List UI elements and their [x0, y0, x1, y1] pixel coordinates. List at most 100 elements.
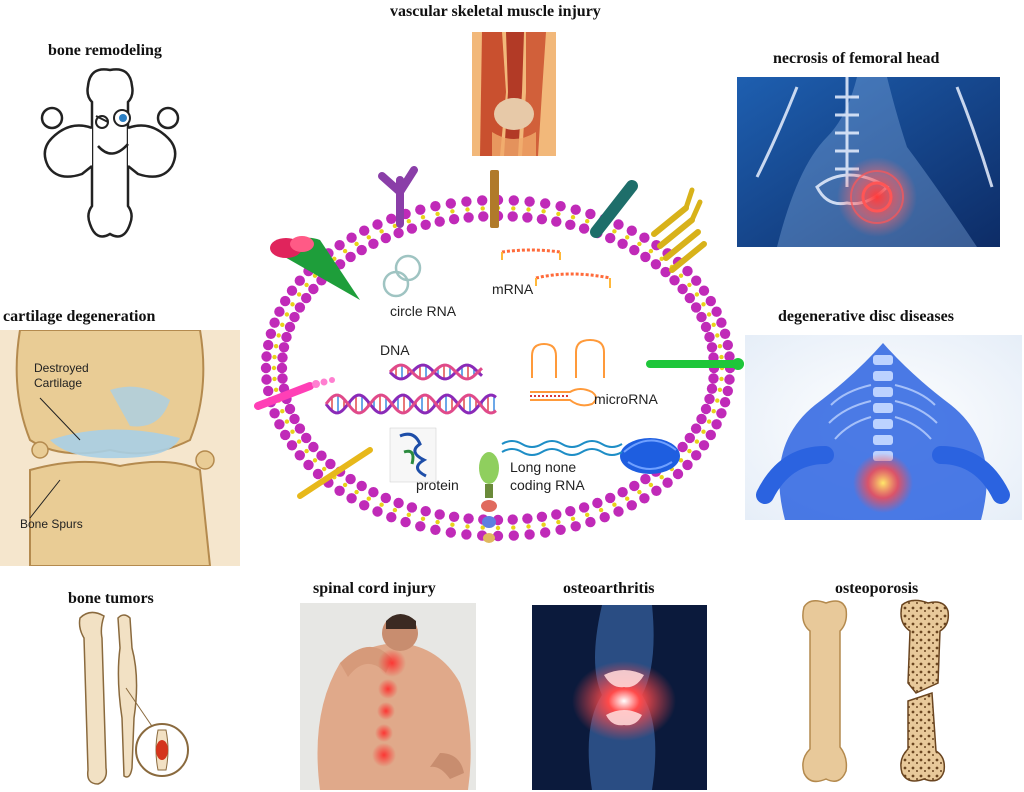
membrane-head-bead [346, 493, 357, 504]
membrane-head-bead [400, 516, 411, 528]
membrane-head-bead [722, 385, 733, 397]
membrane-tail-bead [280, 409, 285, 414]
yellow-rod-bottom-icon [297, 447, 373, 499]
membrane-head-bead [605, 232, 616, 244]
membrane-head-bead [508, 195, 519, 206]
membrane-head-bead [269, 317, 280, 328]
membrane-head-bead [640, 251, 651, 263]
membrane-tail-bead [541, 209, 546, 214]
membrane-tail-bead [637, 489, 642, 495]
membrane-tail-bead [406, 219, 411, 224]
membrane-tail-bead [637, 241, 642, 247]
blue-channel-icon [620, 438, 680, 474]
membrane-head-bead [261, 374, 272, 385]
membrane-tail-bead [648, 482, 654, 488]
membrane-head-bead [286, 285, 298, 296]
membrane-head-bead [585, 208, 596, 220]
membrane-head-bead [263, 385, 274, 397]
membrane-head-bead [706, 383, 718, 394]
membrane-tail-bead [480, 525, 485, 530]
cartilage-label: Cartilage [34, 376, 82, 390]
cone-receptor-icon [270, 236, 360, 300]
membrane-head-bead [430, 524, 441, 535]
membrane-tail-bead [511, 206, 516, 211]
membrane-tail-bead [480, 206, 485, 211]
membrane-tail-bead [342, 482, 348, 488]
membrane-tail-bead [304, 282, 309, 288]
membrane-tail-bead [526, 207, 531, 212]
membrane-tail-bead [379, 229, 384, 234]
bone-spurs-label: Bone Spurs [20, 517, 83, 531]
membrane-head-bead [570, 521, 581, 532]
membrane-head-bead [380, 492, 391, 504]
membrane-head-bead [684, 432, 695, 444]
membrane-head-bead [522, 212, 533, 223]
pink-spiral-icon [254, 377, 335, 410]
membrane-head-bead [445, 198, 456, 209]
membrane-head-bead [565, 506, 576, 517]
membrane-head-bead [551, 509, 562, 520]
membrane-head-bead [281, 331, 292, 343]
title-osteoporosis: osteoporosis [835, 580, 919, 597]
membrane-tail-bead [379, 502, 384, 507]
membrane-tail-bead [284, 419, 290, 424]
membrane-tail-bead [687, 282, 692, 288]
membrane-head-bead [508, 530, 519, 541]
membrane-head-bead [605, 492, 616, 504]
membrane-head-bead [368, 487, 379, 498]
membrane-tail-bead [715, 333, 720, 338]
membrane-tail-bead [678, 458, 684, 463]
membrane-head-bead [325, 458, 336, 470]
title-bone-tumors: bone tumors [68, 590, 154, 607]
membrane-tail-bead [612, 502, 617, 507]
membrane-head-bead [261, 351, 272, 362]
membrane-head-bead [684, 292, 695, 304]
membrane-head-bead [719, 328, 731, 339]
membrane-tail-bead [711, 322, 716, 327]
membrane-tail-bead [354, 241, 359, 247]
membrane-head-bead [308, 283, 319, 295]
membrane-tail-bead [687, 448, 692, 454]
mrna-strand-icon [501, 248, 611, 288]
lncrna-label-line2: coding RNA [510, 477, 585, 493]
membrane-head-bead [380, 232, 391, 244]
circle-rna-icon [382, 254, 422, 298]
membrane-tail-bead [435, 519, 440, 525]
membrane-head-bead [555, 524, 566, 535]
membrane-head-bead [696, 413, 707, 425]
membrane-head-bead [700, 403, 712, 415]
membrane-tail-bead [585, 512, 590, 517]
membrane-head-bead [274, 419, 285, 430]
membrane-head-bead [345, 473, 356, 485]
membrane-head-bead [294, 450, 305, 461]
membrane-head-bead [629, 480, 640, 492]
membrane-head-bead [524, 196, 535, 207]
membrane-head-bead [626, 500, 637, 511]
membrane-head-bead [260, 362, 272, 374]
membrane-head-bead [415, 521, 426, 532]
membrane-head-bead [719, 397, 731, 408]
protein-label: protein [416, 477, 459, 493]
membrane-head-bead [359, 225, 370, 236]
membrane-tail-bead [625, 496, 630, 501]
membrane-head-bead [276, 362, 288, 374]
membrane-tail-bead [648, 248, 654, 254]
lncrna-label-line1: Long none [510, 459, 576, 475]
membrane-head-bead [289, 413, 300, 425]
membrane-head-bead [524, 529, 535, 540]
membrane-tail-bead [280, 322, 285, 327]
membrane-tail-bead [284, 312, 290, 317]
membrane-head-bead [278, 342, 290, 353]
membrane-tail-bead [420, 215, 426, 220]
membrane-head-bead [672, 468, 684, 480]
disc-spine-image [745, 335, 1022, 520]
femoral-head-xray-image [737, 77, 1000, 247]
membrane-head-bead [359, 500, 370, 511]
membrane-head-bead [372, 506, 383, 517]
membrane-head-bead [716, 317, 727, 328]
membrane-tail-bead [625, 235, 630, 240]
membrane-tail-bead [495, 525, 501, 531]
membrane-head-bead [316, 450, 327, 461]
membrane-head-bead [415, 204, 426, 215]
title-degenerative-disc-diseases: degenerative disc diseases [778, 308, 954, 325]
